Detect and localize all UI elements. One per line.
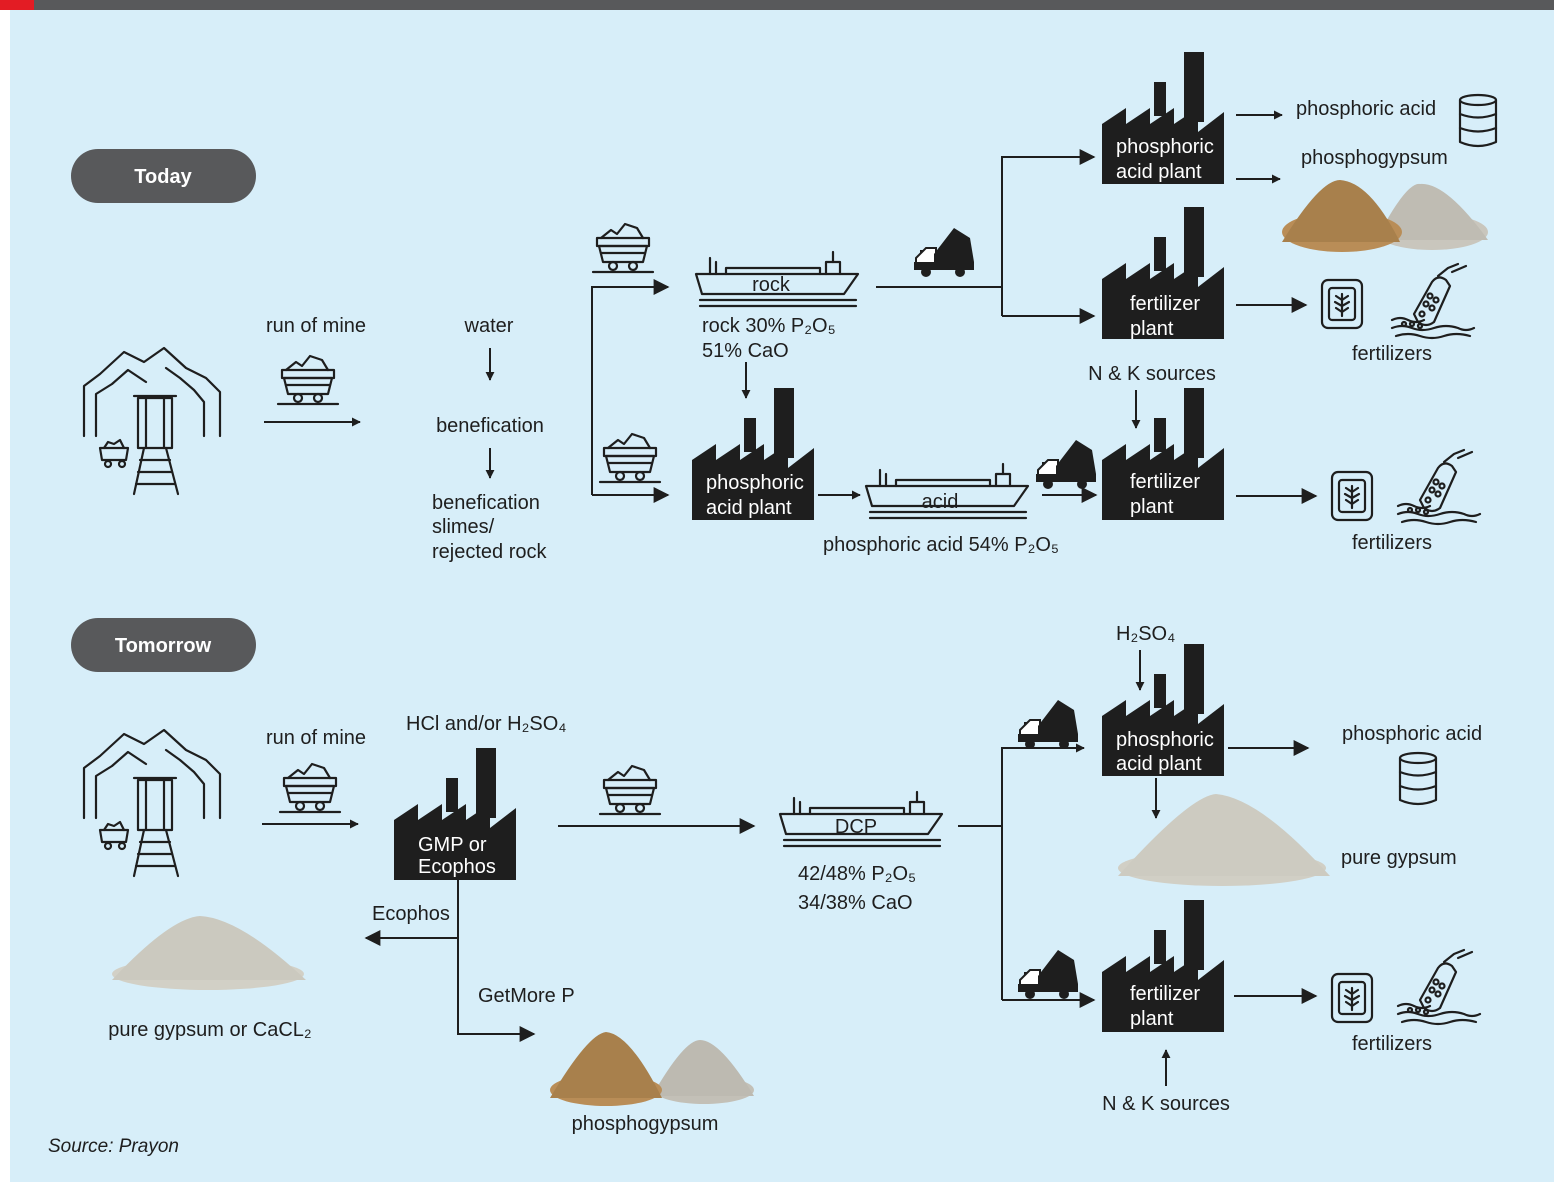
tomorrow-fertilizers-label: fertilizers: [1352, 1033, 1432, 1055]
ship-acid-label: acid: [922, 491, 959, 513]
fertilizer-plant-2-label: fertilizer plant: [1130, 471, 1206, 518]
acid-plant-bottom-label: phosphoric acid plant: [706, 472, 809, 519]
gypsum-pile-icon: [1282, 180, 1488, 252]
arrow-to-phosphogypsum: [457, 938, 536, 1042]
mine-icon: [82, 346, 222, 496]
rejects-label: benefication slimes/ rejected rock: [432, 492, 547, 563]
gypsum-pile-icon: [1118, 794, 1330, 886]
arrow-to-rock-ship: [591, 279, 670, 495]
dump-truck-icon: [1017, 699, 1079, 750]
fertilizer-plant-1-label: fertilizer plant: [1130, 293, 1206, 340]
dump-truck-icon: [1035, 439, 1097, 490]
header-bar: [0, 0, 1554, 10]
benefication-label: benefication: [436, 415, 544, 437]
today-label: Today: [134, 166, 192, 188]
tomorrow-label: Tomorrow: [115, 635, 212, 657]
mine-cart-icon: [278, 762, 342, 814]
source-label: Source: Prayon: [48, 1136, 179, 1157]
tomorrow-fertilizer-plant-label: fertilizer plant: [1130, 983, 1206, 1030]
gmp-plant-label: GMP or Ecophos: [418, 834, 496, 878]
header-accent: [0, 0, 34, 10]
spreading-hand-icon: [1396, 948, 1482, 1026]
ship-rock-label: rock: [752, 274, 791, 296]
tomorrow-phosphoric-acid-label: phosphoric acid: [1342, 723, 1482, 745]
dump-truck-icon: [1017, 949, 1079, 1000]
dump-truck-icon: [913, 227, 975, 278]
tomorrow-section: Tomorrow run of mine HCl and/or H₂SO₄ GM…: [71, 618, 1482, 1135]
mine-cart-icon: [598, 764, 662, 816]
h2so4-label: H₂SO₄: [1116, 623, 1175, 645]
spreading-hand-icon: [1396, 448, 1482, 526]
tomorrow-pill: [71, 618, 256, 672]
ecophos-label: Ecophos: [372, 903, 450, 925]
mine-cart-icon: [591, 222, 655, 274]
rock-spec-label: rock 30% P₂O₅ 51% CaO: [702, 315, 841, 362]
tomorrow-nk-sources-label: N & K sources: [1102, 1093, 1230, 1115]
acid-spec-label: phosphoric acid 54% P₂O₅: [823, 534, 1059, 556]
mine-cart-icon: [598, 432, 662, 484]
water-label: water: [464, 315, 514, 337]
fertilizer-bag-icon: [1330, 470, 1374, 522]
oil-barrel-icon: [1398, 751, 1438, 806]
arrow-to-acid-plant-top: [1001, 149, 1096, 316]
pure-gypsum-cacl2-label: pure gypsum or CaCL₂: [108, 1019, 311, 1041]
tomorrow-acid-plant-label: phosphoric acid plant: [1116, 729, 1219, 775]
phosphogypsum-label: phosphogypsum: [1301, 147, 1448, 169]
fertilizers-2-label: fertilizers: [1352, 532, 1432, 554]
fertilizers-1-label: fertilizers: [1352, 343, 1432, 365]
tomorrow-phosphogypsum-label: phosphogypsum: [572, 1113, 719, 1135]
today-pill: [71, 149, 256, 203]
run-of-mine-label: run of mine: [266, 315, 366, 337]
pure-gypsum-label: pure gypsum: [1341, 847, 1457, 869]
nk-sources-label: N & K sources: [1088, 363, 1216, 385]
arrow-to-acid-plant: [1001, 743, 1085, 1000]
dcp-spec-label: 42/48% P₂O₅ 34/38% CaO: [798, 863, 922, 914]
getmore-p-label: GetMore P: [478, 985, 575, 1007]
spreading-hand-icon: [1390, 262, 1476, 340]
ship-dcp-label: DCP: [835, 816, 877, 838]
acid-plant-top-label: phosphoric acid plant: [1116, 136, 1219, 183]
reagents-label: HCl and/or H₂SO₄: [406, 713, 566, 735]
oil-barrel-icon: [1458, 93, 1498, 148]
diagram-panel: [10, 10, 1554, 1182]
today-section: Today run of mine water benefication ben…: [71, 52, 1498, 563]
fertilizer-bag-icon: [1320, 278, 1364, 330]
gypsum-pile-icon: [550, 1032, 754, 1106]
tomorrow-run-of-mine-label: run of mine: [266, 727, 366, 749]
phosphoric-acid-label: phosphoric acid: [1296, 98, 1436, 120]
mine-icon: [82, 728, 222, 878]
mine-cart-icon: [276, 354, 340, 406]
gypsum-pile-icon: [112, 916, 306, 990]
fertilizer-bag-icon: [1330, 972, 1374, 1024]
